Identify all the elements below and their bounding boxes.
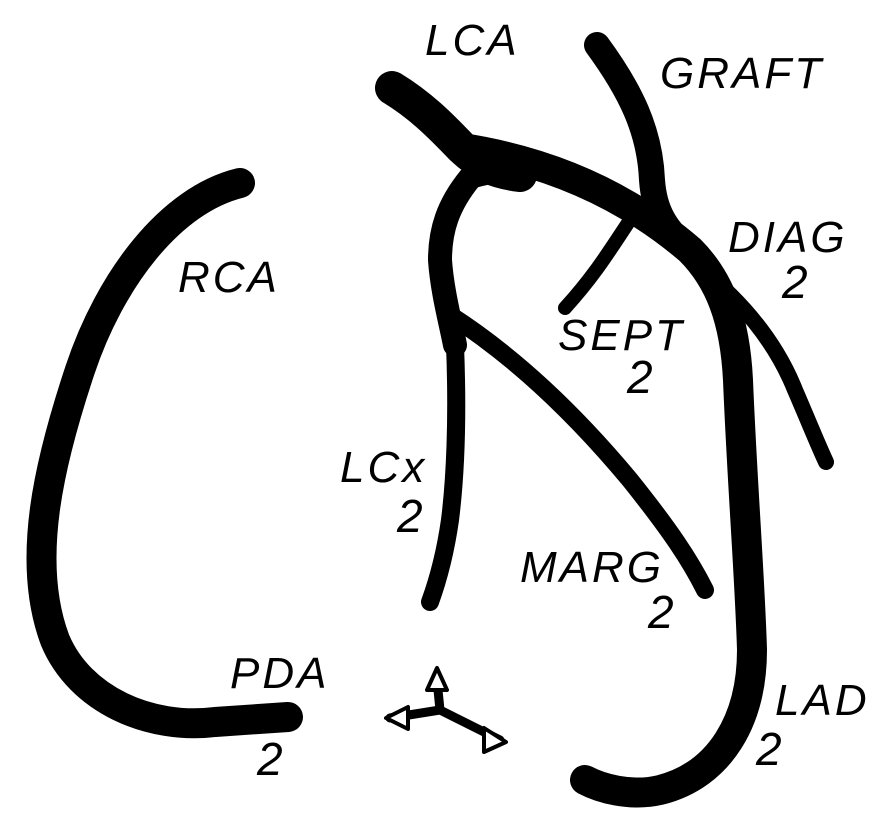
- diag-number: 2: [781, 256, 808, 308]
- lcx-vessel: [430, 345, 456, 602]
- pda-number: 2: [256, 733, 283, 785]
- sept-vessel: [565, 220, 630, 308]
- lca-label: LCA: [425, 16, 520, 65]
- graft-label: GRAFT: [660, 49, 824, 98]
- diag-label: DIAG: [728, 213, 848, 262]
- lcx-number: 2: [396, 490, 423, 542]
- sept-label: SEPT: [558, 311, 685, 360]
- lcx-label: LCx: [340, 443, 427, 492]
- pda-label: PDA: [230, 649, 329, 698]
- lcx-connector-vessel: [470, 171, 530, 178]
- lad-number: 2: [755, 723, 782, 775]
- marg-label: MARG: [520, 543, 664, 592]
- sept-number: 2: [626, 351, 653, 403]
- lad-label: LAD: [775, 676, 870, 725]
- orientation-arrows-icon: [386, 668, 506, 752]
- marg-number: 2: [647, 586, 674, 638]
- rca-label: RCA: [178, 253, 280, 302]
